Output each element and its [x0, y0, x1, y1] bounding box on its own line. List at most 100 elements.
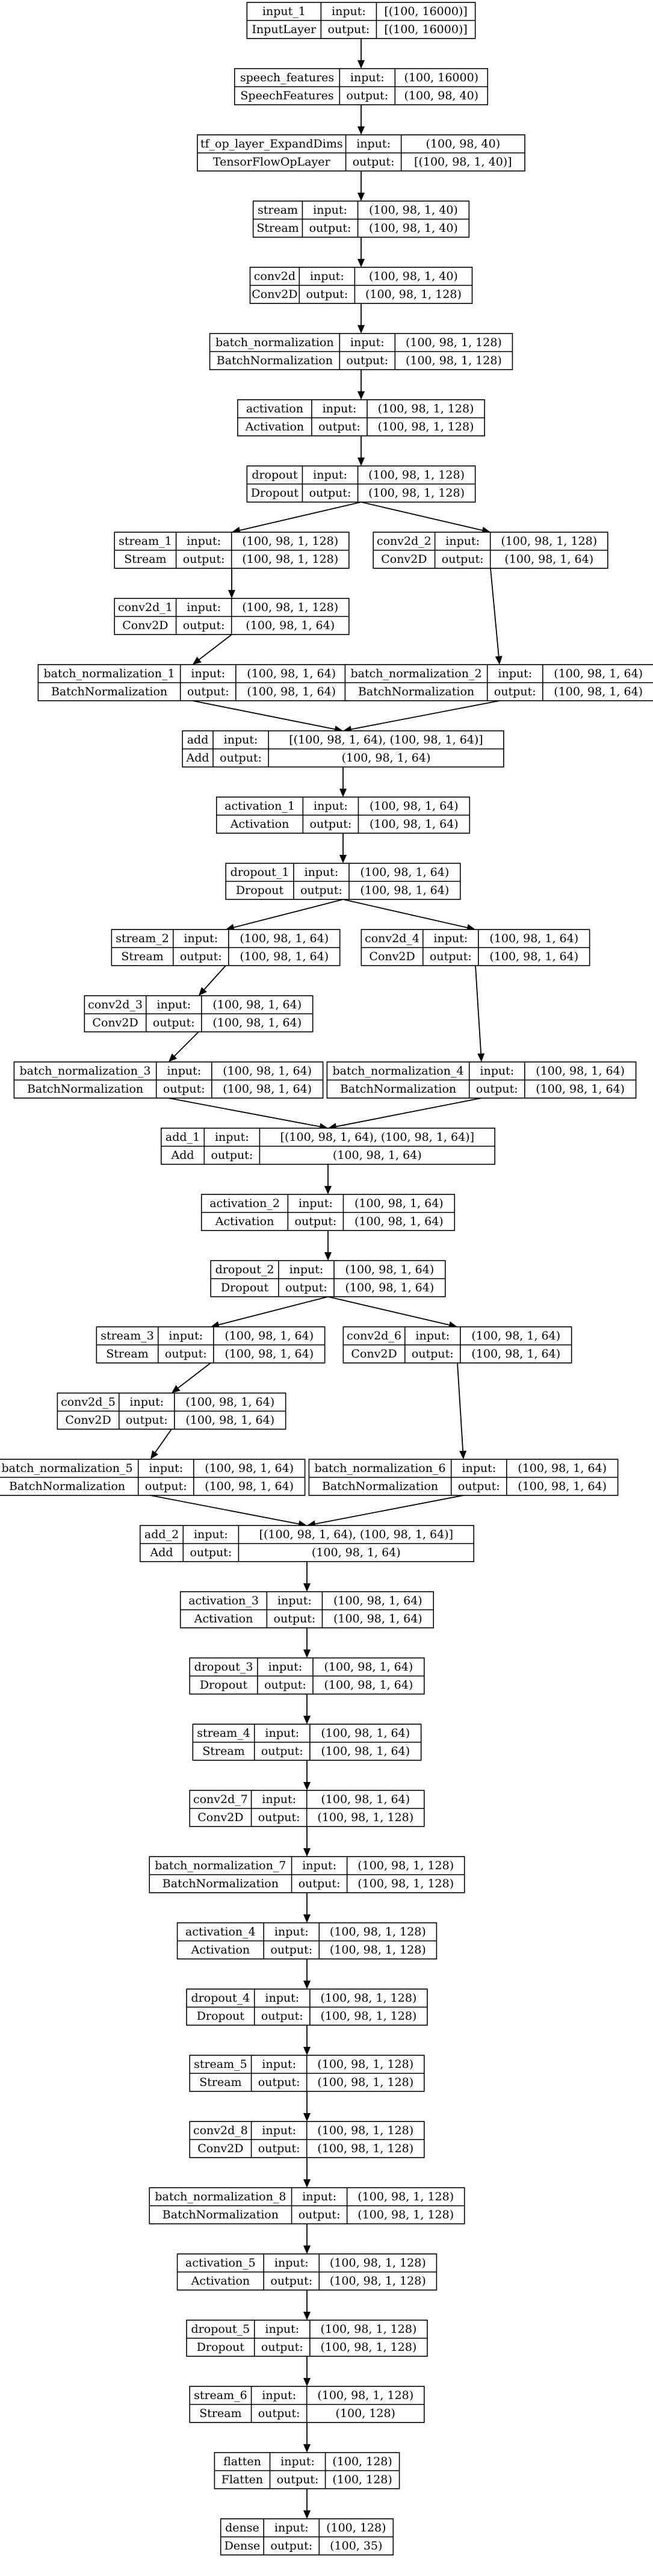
layer-name: conv2d_1 [118, 601, 173, 614]
output-shape: (100, 98, 1, 128) [330, 1943, 426, 1957]
output-label: output: [258, 2407, 300, 2420]
edge-conv2d_3-to-batch_normalization_3 [169, 1031, 199, 1062]
output-shape: (100, 98, 1, 64) [247, 685, 336, 698]
edge-dropout_3-to-stream_4 [303, 1694, 311, 1724]
layer-name: conv2d [254, 270, 296, 283]
input-shape: (100, 98, 1, 40) [369, 270, 458, 283]
input-shape: (100, 98, 1, 40) [369, 203, 458, 217]
output-label: output: [328, 23, 370, 36]
arrowhead [303, 2510, 311, 2519]
output-label: output: [295, 1215, 337, 1228]
input-shape: (100, 98, 1, 64) [205, 1462, 294, 1475]
input-shape: (100, 98, 1, 64) [321, 1727, 410, 1740]
layer-node-activation_2: activation_2Activationinput:output:(100,… [200, 1194, 456, 1231]
input-shape: (100, 98, 1, 64) [518, 1462, 607, 1475]
layer-node-batch_normalization_5: batch_normalization_5BatchNormalizationi… [0, 1459, 306, 1496]
output-label: output: [183, 619, 225, 632]
edge-stream_4-to-conv2d_7 [303, 1760, 311, 1790]
arrowhead [303, 1716, 311, 1724]
input-shape: (100, 98, 1, 64) [224, 1329, 314, 1342]
output-shape: (100, 98, 1, 64) [370, 818, 459, 831]
edge-conv2d_6-to-batch_normalization_6 [457, 1362, 467, 1459]
layer-name: dense [225, 2521, 259, 2534]
arrowhead [303, 1782, 311, 1790]
layer-node-batch_normalization_4: batch_normalization_4BatchNormalizationi… [326, 1061, 637, 1099]
output-shape: (100, 98, 1, 128) [406, 354, 502, 367]
edge-activation-to-dropout [357, 436, 365, 466]
arrowhead [303, 1583, 311, 1592]
layer-name: speech_features [240, 71, 334, 84]
input-shape: [(100, 98, 1, 64), (100, 98, 1, 64)] [280, 1131, 474, 1144]
layer-name: stream_1 [119, 535, 172, 548]
edge-conv2d_7-to-batch_normalization_7 [303, 1826, 311, 1857]
edge-dropout_2-to-stream_3 [211, 1296, 329, 1329]
layer-name: activation_2 [209, 1197, 280, 1210]
input-label: input: [156, 998, 191, 1011]
input-shape: (100, 98, 1, 128) [242, 601, 338, 614]
output-label: output: [258, 1811, 300, 1824]
layer-node-batch_normalization: batch_normalizationBatchNormalizationinp… [209, 333, 513, 370]
layer-type: Activation [191, 1943, 250, 1957]
output-shape: (100, 98, 1, 64) [212, 1016, 302, 1029]
layer-name: add [187, 733, 209, 746]
arrowhead [357, 126, 365, 135]
layer-name: activation [246, 402, 303, 415]
output-shape: (100, 128) [336, 2407, 395, 2420]
layer-name: dropout [252, 468, 298, 482]
layer-node-batch_normalization_2: batch_normalization_2BatchNormalizationi… [344, 664, 653, 701]
edge-dropout_5-to-stream_6 [303, 2356, 311, 2386]
layer-name: stream_3 [101, 1329, 154, 1342]
edge-dropout_4-to-stream_5 [303, 2025, 311, 2055]
output-label: output: [300, 884, 342, 897]
input-label: input: [262, 1793, 296, 1806]
layer-name: stream [258, 203, 298, 217]
layer-type: Conv2D [369, 950, 415, 963]
layer-type: Conv2D [65, 1414, 111, 1427]
arrowhead [150, 1450, 158, 1459]
edge-line [155, 1429, 172, 1453]
edge-activation_3-to-dropout_3 [303, 1628, 311, 1658]
input-shape: (100, 98, 1, 128) [378, 402, 474, 415]
input-shape: [(100, 16000)] [384, 5, 467, 18]
layer-node-activation_4: activation_4Activationinput:output:(100,… [176, 1922, 438, 1960]
output-label: output: [309, 222, 351, 235]
layer-type: Activation [194, 1612, 253, 1625]
edge-line [240, 501, 362, 531]
arrowhead [357, 193, 365, 201]
input-shape: (100, 98, 1, 64) [370, 799, 459, 813]
arrowhead [169, 1053, 178, 1062]
arrowhead [357, 391, 365, 400]
layer-type: Stream [121, 950, 163, 963]
output-shape: [(100, 16000)] [384, 23, 467, 36]
input-shape: (100, 98, 1, 128) [501, 535, 597, 548]
output-label: output: [180, 950, 222, 963]
arrowhead [303, 1848, 311, 1857]
output-shape: (100, 98, 1, 64) [333, 1149, 422, 1162]
edge-stream_6-to-flatten [303, 2422, 311, 2453]
output-shape: (100, 98, 1, 64) [205, 1480, 294, 1493]
output-label: output: [187, 685, 229, 698]
input-shape: (100, 98, 1, 64) [240, 932, 329, 945]
output-label: output: [145, 1480, 187, 1493]
output-label: output: [190, 1546, 232, 1559]
layer-name: add_1 [166, 1131, 200, 1144]
arrowhead [324, 1186, 332, 1194]
layer-name: stream_6 [194, 2389, 247, 2402]
layer-type: BatchNormalization [27, 1082, 143, 1096]
edge-dropout_1-to-conv2d_4 [342, 899, 475, 931]
arrowhead [357, 259, 365, 267]
layer-type: Dropout [197, 2341, 245, 2354]
input-label: input: [167, 1064, 201, 1078]
output-label: output: [442, 553, 484, 566]
input-label: input: [262, 2389, 296, 2402]
input-label: input: [445, 535, 480, 548]
input-shape: (100, 98, 1, 64) [321, 1793, 410, 1806]
edge-line [351, 700, 500, 730]
